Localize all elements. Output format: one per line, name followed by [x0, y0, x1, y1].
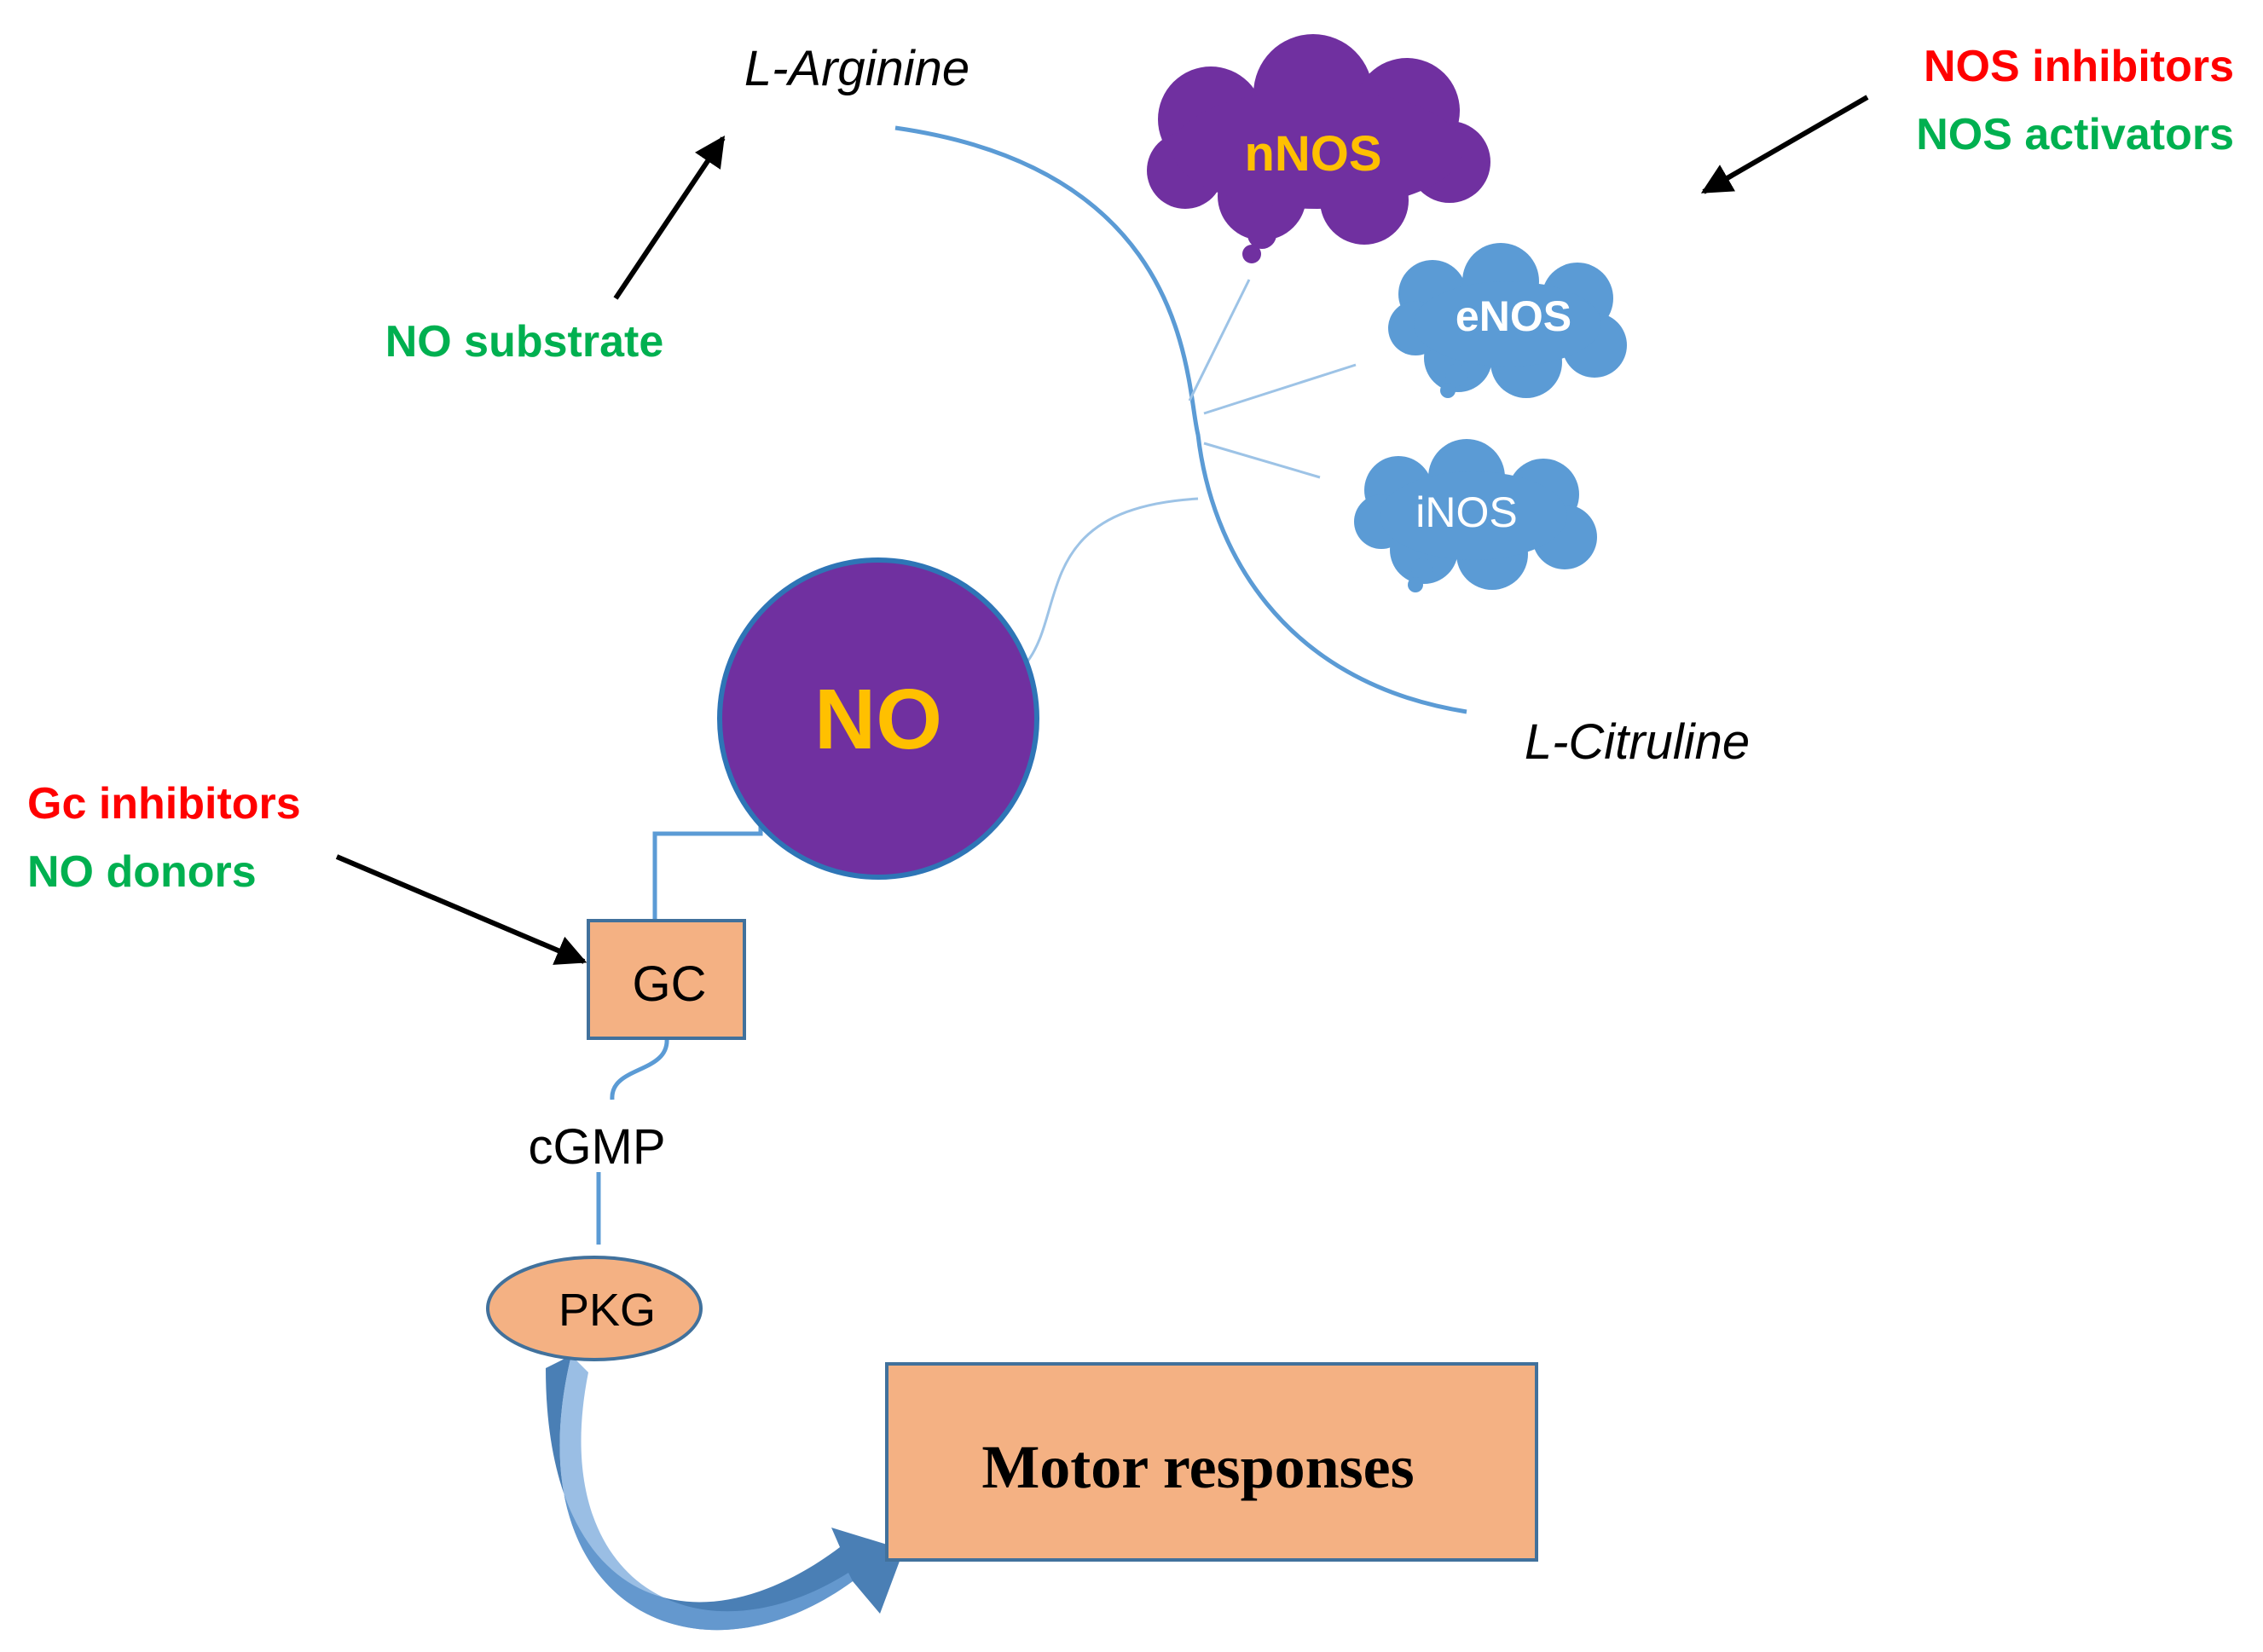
nos-modulators-arrow [1700, 95, 1869, 194]
l-arginine-label: L-Arginine [744, 41, 969, 96]
gc-modulators-arrow [335, 854, 587, 965]
pkg-ellipse [486, 1256, 703, 1361]
no-label: NO [814, 672, 942, 767]
nnos-cloud [1147, 34, 1490, 263]
enos-cloud [1388, 243, 1627, 398]
pkg-label: PKG [559, 1285, 656, 1336]
nnos-connector [1188, 279, 1251, 401]
nnos-label: nNOS [1244, 126, 1381, 182]
no-circle [717, 557, 1039, 880]
gc-label: GC [633, 956, 707, 1012]
no-substrate-label: NO substrate [385, 317, 664, 367]
enos-label: eNOS [1456, 292, 1571, 340]
inos-label: iNOS [1415, 488, 1517, 536]
inos-cloud [1354, 439, 1597, 592]
cgmp-label: cGMP [528, 1119, 665, 1175]
gc-box [587, 919, 746, 1040]
motor-responses-box [885, 1362, 1538, 1562]
gc-cgmp-connector [610, 1037, 669, 1100]
nos-activators-label: NOS activators [1916, 110, 2234, 159]
no-donors-label: NO donors [27, 847, 257, 897]
l-citruline-label: L-Citruline [1525, 714, 1750, 770]
enos-connector [1203, 363, 1357, 415]
curved-block-arrow [546, 1355, 904, 1631]
motor-responses-label: Motor responses [981, 1433, 1414, 1501]
inos-connector [1203, 442, 1321, 479]
gc-inhibitors-label: Gc inhibitors [27, 779, 301, 829]
no-substrate-arrow [613, 136, 726, 300]
nos-inhibitors-label: NOS inhibitors [1924, 42, 2234, 91]
arginine-citruline-arc [894, 125, 1467, 714]
